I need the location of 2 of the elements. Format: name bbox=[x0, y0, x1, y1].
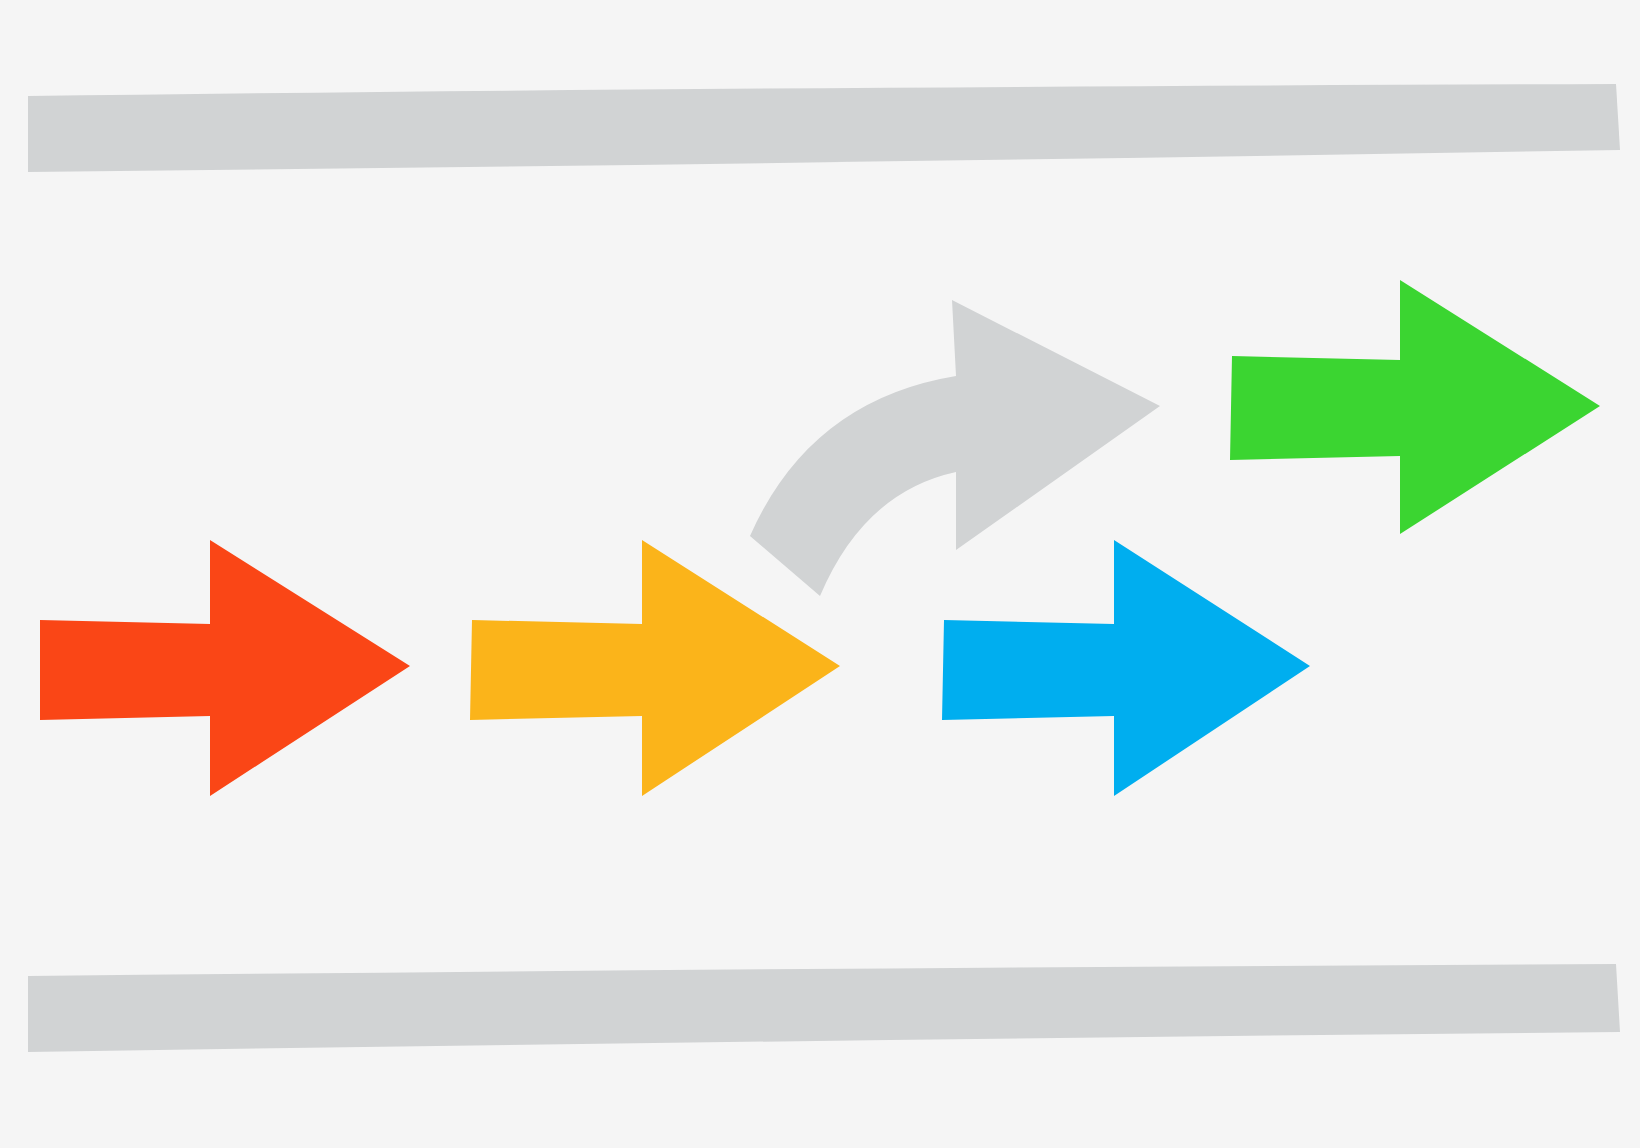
band bbox=[28, 964, 1620, 1052]
band bbox=[28, 84, 1620, 172]
